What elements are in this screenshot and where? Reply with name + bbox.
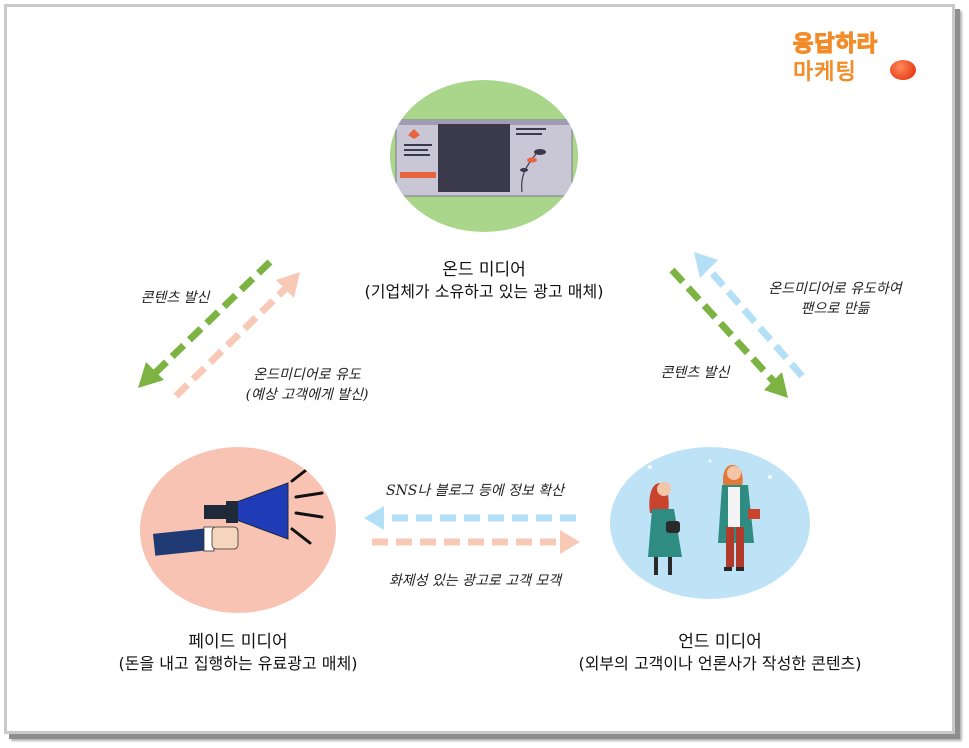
label-earned-to-owned-line1: 온드미디어로 유도하여 — [768, 281, 902, 297]
earned-media-title: 언드 미디어 — [678, 632, 762, 652]
label-paid-to-owned-line1: 온드미디어로 유도 — [253, 367, 361, 383]
label-paid-to-owned-line2: (예상 고객에게 발신) — [245, 387, 369, 403]
arrow-paid-to-earned — [372, 530, 580, 554]
people-talking-icon — [648, 459, 772, 575]
label-earned-to-owned-line2: 팬으로 만듦 — [800, 301, 870, 317]
logo-line1: 응답하라 — [792, 31, 878, 57]
web-page-icon — [395, 119, 573, 197]
paid-media-title: 페이드 미디어 — [188, 632, 288, 652]
label-earned-to-paid: SNS나 블로그 등에 정보 확산 — [385, 483, 565, 499]
arrow-owned-to-earned — [669, 267, 788, 398]
label-owned-to-paid: 콘텐츠 발신 — [140, 290, 210, 306]
arrow-paid-to-owned — [173, 272, 300, 399]
arrow-owned-to-paid — [138, 259, 273, 388]
earned-media-subtitle: (외부의 고객이나 언론사가 작성한 콘텐츠) — [578, 654, 862, 673]
arrow-earned-to-owned — [694, 252, 805, 379]
logo-ball-icon — [890, 60, 916, 80]
arrow-earned-to-paid — [364, 506, 576, 530]
paid-media-illustration — [140, 447, 336, 613]
owned-media-title: 온드 미디어 — [442, 260, 526, 280]
owned-media-illustration — [390, 80, 578, 232]
brand-logo: 응답하라 마케팅 — [792, 26, 933, 86]
owned-media-subtitle: (기업체가 소유하고 있는 광고 매체) — [364, 282, 604, 301]
paid-media-subtitle: (돈을 내고 집행하는 유료광고 매체) — [118, 654, 358, 673]
label-owned-to-earned: 콘텐츠 발신 — [660, 365, 730, 381]
earned-media-illustration — [610, 447, 810, 599]
logo-line2: 마케팅 — [793, 60, 857, 85]
label-paid-to-earned: 화제성 있는 광고로 고객 모객 — [388, 573, 562, 589]
